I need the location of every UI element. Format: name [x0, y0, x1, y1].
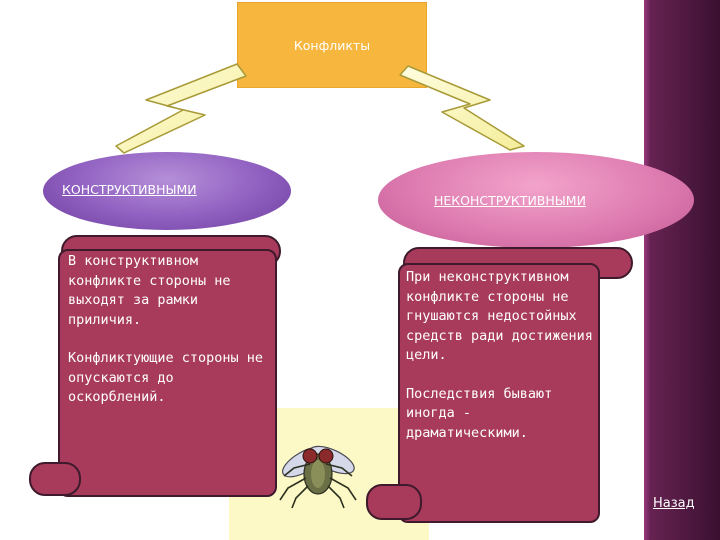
scroll-body: [58, 249, 277, 497]
scroll-bottom-roll: [29, 462, 81, 496]
scroll-body: [398, 263, 600, 523]
side-strip-highlight: [644, 0, 650, 540]
nonconstructive-label: НЕКОНСТРУКТИВНЫМИ: [434, 193, 586, 208]
nonconstructive-ellipse: [378, 152, 694, 248]
top-box: Конфликты: [237, 2, 427, 88]
constructive-paragraph: Конфликтующие стороны не опускаются до о…: [68, 350, 264, 405]
nonconstructive-paragraph: При неконструктивном конфликте стороны н…: [406, 269, 593, 363]
top-box-title: Конфликты: [293, 37, 371, 53]
side-decoration-strip: [644, 0, 720, 540]
constructive-label: КОНСТРУКТИВНЫМИ: [62, 182, 197, 197]
nonconstructive-paragraph: Последствия бывают иногда - драматически…: [406, 385, 553, 441]
constructive-text: В конструктивном конфликте стороны не вы…: [68, 252, 268, 408]
nonconstructive-text: При неконструктивном конфликте стороны н…: [406, 268, 594, 443]
back-link[interactable]: Назад: [653, 496, 695, 511]
scroll-bottom-roll: [366, 484, 422, 520]
lightning-bolt-icon: [399, 65, 525, 151]
constructive-ellipse: [43, 152, 291, 230]
constructive-paragraph: В конструктивном конфликте стороны не вы…: [68, 253, 231, 328]
lightning-bolt-icon: [115, 63, 247, 154]
